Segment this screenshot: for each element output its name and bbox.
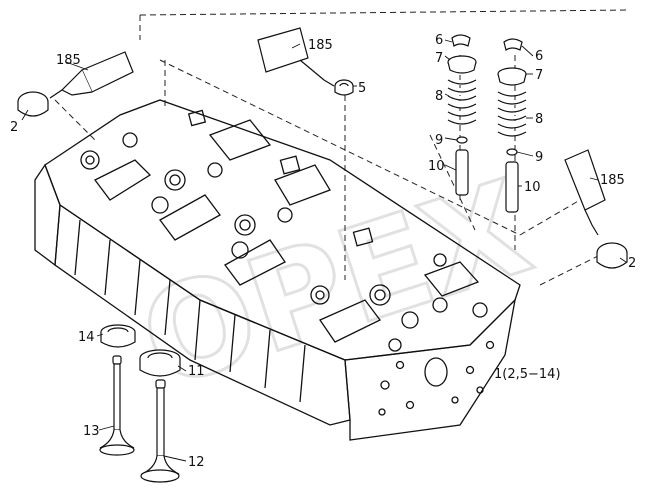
callout-1-assembly: 1(2,5−14) xyxy=(494,367,561,382)
callout-2-right: 2 xyxy=(628,256,636,271)
callout-8-left: 8 xyxy=(435,89,443,104)
callout-12: 12 xyxy=(188,455,205,470)
callout-9-right: 9 xyxy=(535,150,543,165)
callout-2-left: 2 xyxy=(10,120,18,135)
callout-11: 11 xyxy=(188,364,205,379)
valve-seat-11 xyxy=(139,349,181,377)
callout-8-right: 8 xyxy=(535,112,543,127)
callout-185-top: 185 xyxy=(308,38,333,53)
injector-right xyxy=(564,149,606,236)
callout-10-right: 10 xyxy=(524,180,541,195)
valve-train-right xyxy=(497,38,527,213)
seal-5 xyxy=(334,79,354,96)
valve-13 xyxy=(99,355,135,456)
injector-upper-left xyxy=(49,51,134,99)
callout-6-right: 6 xyxy=(535,49,543,64)
leader-lines xyxy=(21,39,627,462)
callout-7-right: 7 xyxy=(535,68,543,83)
callout-185-right: 185 xyxy=(600,173,625,188)
callout-14: 14 xyxy=(78,330,95,345)
callout-labels: 185 2 185 5 6 7 8 9 10 6 7 8 9 10 185 2 … xyxy=(10,33,636,470)
callout-9-left: 9 xyxy=(435,133,443,148)
callout-185-upper-left: 185 xyxy=(56,53,81,68)
callout-7-left: 7 xyxy=(435,51,443,66)
cylinder-head xyxy=(34,99,521,441)
valve-train-left xyxy=(447,34,477,196)
callout-5: 5 xyxy=(358,81,366,96)
valve-seat-14 xyxy=(100,324,136,348)
callout-10-left: 10 xyxy=(428,159,445,174)
callout-6-left: 6 xyxy=(435,33,443,48)
injector-top-center xyxy=(257,27,335,87)
dashed-assembly-lines xyxy=(54,9,631,286)
plug-cap-right xyxy=(596,242,628,269)
callout-13: 13 xyxy=(83,424,100,439)
plug-cap-left xyxy=(17,91,49,117)
valve-12 xyxy=(140,379,180,483)
